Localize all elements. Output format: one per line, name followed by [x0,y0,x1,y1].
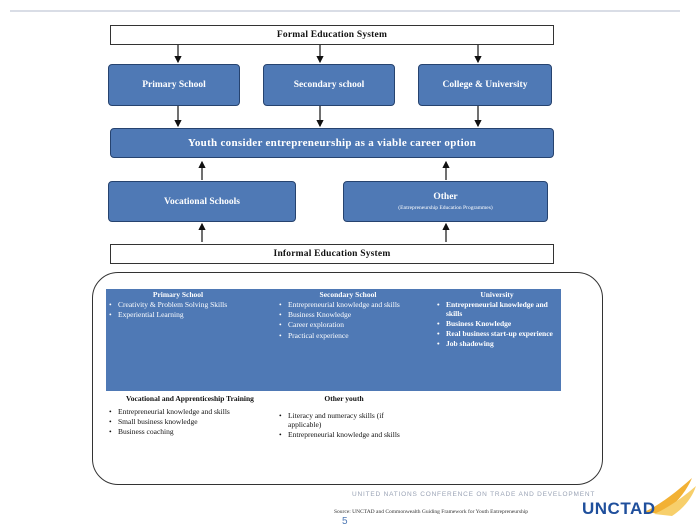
vocational-item: Small business knowledge [108,417,272,427]
other-label: Other [433,192,458,202]
secondary-school-title: Secondary School [319,290,377,299]
secondary-school-column: Secondary School Entrepreneurial knowled… [278,290,418,342]
primary-school-title: Primary School [152,290,204,299]
university-title: University [480,290,514,299]
vocational-training-column: Vocational and Apprenticeship Training E… [108,394,272,439]
university-item: Business Knowledge [436,319,558,329]
informal-education-box: Informal Education System [110,244,554,264]
other-youth-column: Other youth Literacy and numeracy skills… [278,394,410,441]
primary-item: Creativity & Problem Solving Skills [108,300,248,310]
secondary-item: Business Knowledge [278,310,418,320]
vocational-item: Entrepreneurial knowledge and skills [108,407,272,417]
university-column: University Entrepreneurial knowledge and… [436,290,558,351]
university-item: Real business start-up experience [436,329,558,339]
other-youth-item: Literacy and numeracy skills (if applica… [278,411,410,430]
vocational-training-title: Vocational and Apprenticeship Training [126,394,254,403]
secondary-school-box: Secondary school [263,64,395,106]
top-rule [10,10,680,12]
primary-item: Experiential Learning [108,310,248,320]
secondary-item: Entrepreneurial knowledge and skills [278,300,418,310]
page-number: 5 [342,516,348,527]
unctad-logo: UNCTAD [582,499,656,518]
formal-education-box: Formal Education System [110,25,554,45]
other-box: Other (Entrepreneurship Education Progra… [343,181,548,222]
other-sublabel: (Entrepreneurship Education Programmes) [398,205,493,211]
source-citation: Source: UNCTAD and Commonwealth Guiding … [334,509,529,515]
unctad-banner-text: UNITED NATIONS CONFERENCE ON TRADE AND D… [352,491,596,498]
other-youth-title: Other youth [324,394,364,403]
other-youth-item: Entrepreneurial knowledge and skills [278,430,410,440]
university-item: Job shadowing [436,340,558,349]
vocational-schools-box: Vocational Schools [108,181,296,222]
college-university-box: College & University [418,64,552,106]
youth-career-box: Youth consider entrepreneurship as a via… [110,128,554,158]
university-item: Entrepreneurial knowledge and skills [436,300,558,319]
vocational-item: Business coaching [108,428,272,437]
secondary-item: Practical experience [278,331,418,341]
primary-school-column: Primary School Creativity & Problem Solv… [108,290,248,321]
unctad-swoosh-icon [644,478,696,516]
primary-school-box: Primary School [108,64,240,106]
secondary-item: Career exploration [278,321,418,330]
